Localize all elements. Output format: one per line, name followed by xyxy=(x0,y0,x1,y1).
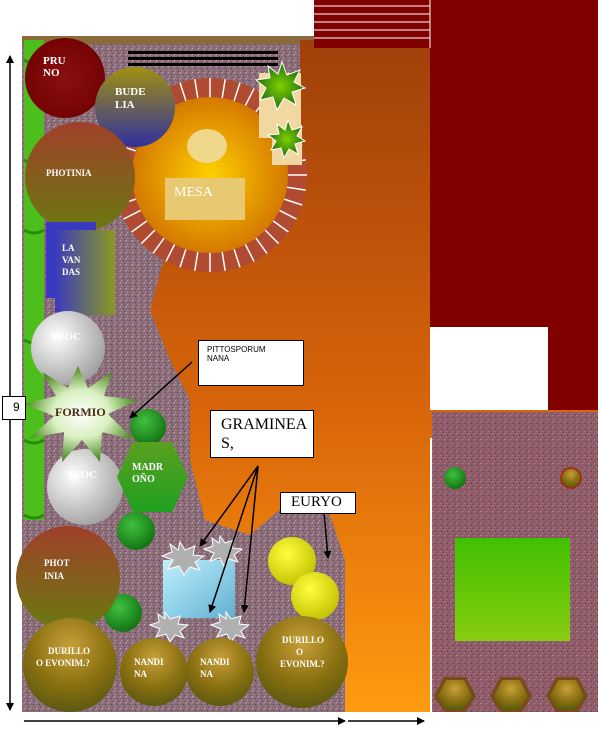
orange-path xyxy=(150,40,598,712)
building-top-lines xyxy=(314,0,431,48)
patio-pot xyxy=(187,129,227,163)
brick-joint xyxy=(244,88,255,106)
note-euryo: EURYO xyxy=(280,492,356,514)
callout-arrows xyxy=(129,361,332,613)
brick-joint xyxy=(194,79,199,99)
formio-label: FORMIO xyxy=(55,405,106,419)
shrub-green-ball-mid xyxy=(117,512,155,550)
mesa-label: MESA xyxy=(174,185,214,200)
note-gramineas: GRAMINEA S, xyxy=(210,410,314,458)
brick-joint xyxy=(123,209,141,220)
brick-joint xyxy=(244,244,255,262)
lavandas-label-2: VAN xyxy=(62,255,81,265)
lavandas-bed xyxy=(55,230,115,315)
shrub-durillo-right xyxy=(256,616,348,708)
shrub-madrono xyxy=(117,442,188,512)
madrono-label-1: MADR xyxy=(132,462,164,473)
nandina-left-label-1: NANDI xyxy=(134,657,164,667)
durillo-left-label-1: DURILLO xyxy=(48,646,90,656)
pruno-label-2: NO xyxy=(43,67,60,79)
budelia-label-1: BUDE xyxy=(115,86,146,98)
shrub-photinia-bottom xyxy=(16,526,120,630)
brick-joint xyxy=(264,229,280,245)
note-pittosporum-line-2: NANA xyxy=(207,354,230,363)
top-wall-strip xyxy=(22,36,314,44)
terrace-shrub-left xyxy=(444,467,466,489)
madrono-label-2: OÑO xyxy=(132,473,155,485)
brick-joint xyxy=(279,209,297,220)
teoc-bottom-label: TEOC xyxy=(66,469,97,481)
pruno-label-1: PRU xyxy=(43,55,66,67)
shrub-green-ball-low xyxy=(104,594,142,632)
durillo-right-label-1: DURILLO xyxy=(282,635,324,645)
budelia-label-2: LIA xyxy=(115,99,135,111)
lavandas-label-3: DAS xyxy=(62,267,80,277)
spiky-plant-lower xyxy=(266,118,307,160)
nandina-left-label-2: NA xyxy=(134,669,147,679)
photinia-bottom-label-1: PHOT xyxy=(44,558,70,568)
durillo-right-label-3: EVONIM.? xyxy=(280,659,325,669)
photinia-top-label: PHOTINIA xyxy=(46,168,92,178)
dimension-lines xyxy=(6,55,425,725)
brick-joint xyxy=(131,220,148,233)
brick-joint xyxy=(283,198,303,206)
brick-joint xyxy=(233,82,241,102)
building-top-strip xyxy=(314,0,598,48)
shrub-teoc-bottom xyxy=(47,449,123,525)
brick-joint xyxy=(194,251,199,271)
lavandas-label-1: LA xyxy=(62,243,75,253)
shrub-durillo-left xyxy=(23,618,117,712)
brick-joint xyxy=(152,237,165,254)
shrub-budelia xyxy=(95,67,175,147)
shrub-pittosporum xyxy=(130,409,166,445)
shrub-nandina-left xyxy=(120,638,188,706)
dimension-label: 9 xyxy=(2,396,26,420)
bench-stripes xyxy=(128,51,278,66)
brick-joint xyxy=(179,82,187,102)
brick-joint xyxy=(255,237,268,254)
left-hedge xyxy=(24,40,44,520)
shrub-nandina-right xyxy=(186,638,254,706)
shrub-euryo-upper xyxy=(268,537,316,585)
photinia-bottom-label-2: INIA xyxy=(44,571,65,581)
spiky-plant-upper xyxy=(254,60,307,112)
shrub-pruno xyxy=(25,38,105,118)
shrub-teoc-top xyxy=(31,311,105,385)
brick-joint xyxy=(140,229,156,245)
building-roof-lower xyxy=(548,327,598,410)
note-pittosporum: PITTOSPORUM NANA xyxy=(198,340,304,386)
note-gramineas-line-2: S, xyxy=(221,435,234,452)
shrub-photinia-top xyxy=(25,122,135,232)
brick-joint xyxy=(286,186,306,191)
mesa-table xyxy=(165,178,245,220)
teoc-top-label: TEOC xyxy=(50,331,81,343)
brick-joint xyxy=(221,79,226,99)
brick-joint xyxy=(221,251,226,271)
grass-tufts xyxy=(148,534,251,643)
shrub-formio xyxy=(24,366,138,462)
brick-joint xyxy=(165,244,176,262)
note-pittosporum-line-1: PITTOSPORUM xyxy=(207,345,266,354)
nandina-right-label-2: NA xyxy=(200,669,213,679)
durillo-right-label-2: O xyxy=(296,647,303,657)
brick-joint xyxy=(233,248,241,268)
brick-joint xyxy=(179,248,187,268)
note-gramineas-line-1: GRAMINEA xyxy=(221,416,308,433)
terrace-lawn xyxy=(455,538,570,641)
nandina-right-label-1: NANDI xyxy=(200,657,230,667)
building-roof xyxy=(430,40,598,327)
durillo-left-label-2: O EVONIM.? xyxy=(36,658,90,668)
shrub-euryo-lower xyxy=(291,572,339,620)
brick-joint xyxy=(272,220,289,233)
